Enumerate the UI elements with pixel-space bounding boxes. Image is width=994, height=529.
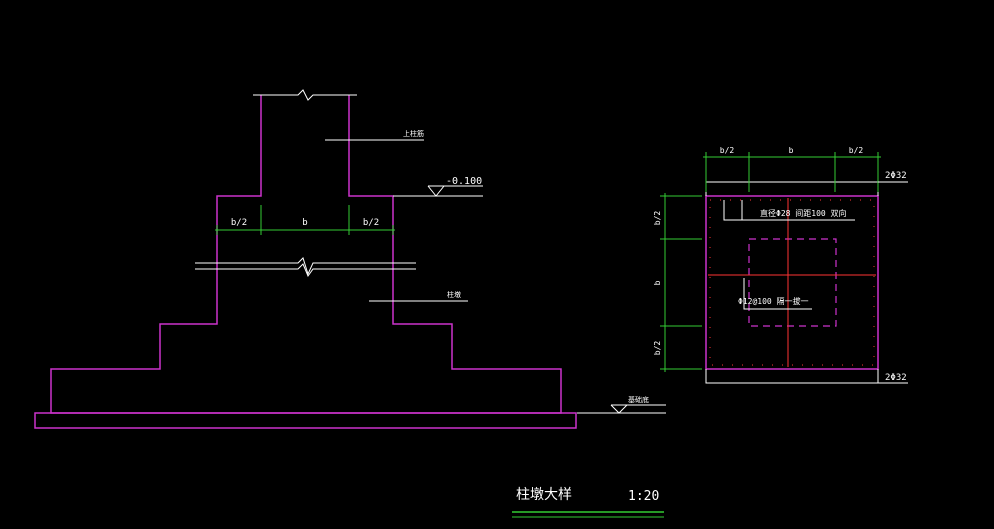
label-pier: 柱墩 [447, 290, 461, 299]
pier-section: b/2 b b/2 上柱筋 -0.100 柱墩 基础底 [34, 89, 666, 429]
mid-break-lines [195, 257, 416, 278]
plan-outline [705, 195, 879, 370]
leader-stirrups [743, 278, 812, 310]
note-stirrups: Φ12@100 隔一拔一 [738, 296, 809, 306]
rebar-bottom-label: 2Φ32 [885, 373, 907, 383]
plan-bottom-bracket [705, 369, 879, 384]
elevation-label: -0.100 [446, 176, 482, 187]
plan-top-bracket [705, 181, 879, 196]
plan-side-dimension [660, 193, 702, 372]
drawing-title: 柱墩大样 1:20 [512, 487, 664, 518]
plan-dim-side-mid: b [653, 280, 662, 285]
column-outline [50, 95, 562, 414]
plan-dim-side-bottom: b/2 [653, 341, 662, 356]
plan-top-dimension [703, 152, 881, 192]
title-text: 柱墩大样 [516, 487, 572, 503]
label-top-column: 上柱筋 [403, 129, 424, 138]
note-main-bars: 直径Φ28 间距100 双向 [760, 208, 847, 218]
section-dimension [215, 205, 395, 235]
rebar-perimeter [709, 199, 875, 366]
plan-dim-side-top: b/2 [653, 211, 662, 226]
foundation-base-marker [577, 404, 666, 414]
elevation-marker [393, 185, 483, 197]
top-break-line [253, 89, 357, 101]
title-scale: 1:20 [628, 489, 659, 504]
foundation-slab [34, 412, 577, 429]
plan-dim-top-mid: b [789, 146, 794, 155]
plan-dim-top-left: b/2 [720, 146, 735, 155]
label-foundation-base: 基础底 [628, 395, 649, 404]
plan-dim-top-right: b/2 [849, 146, 864, 155]
pier-plan: b/2 b b/2 b/2 b b/2 2Φ32 2Φ32 直径Φ28 间距10… [653, 146, 908, 384]
section-dim-right: b/2 [363, 218, 379, 228]
section-dim-mid: b [302, 218, 307, 228]
rebar-top-label: 2Φ32 [885, 171, 907, 181]
section-dim-left: b/2 [231, 218, 247, 228]
leader-main-bars [723, 200, 855, 221]
inner-column-dashed [748, 238, 837, 327]
